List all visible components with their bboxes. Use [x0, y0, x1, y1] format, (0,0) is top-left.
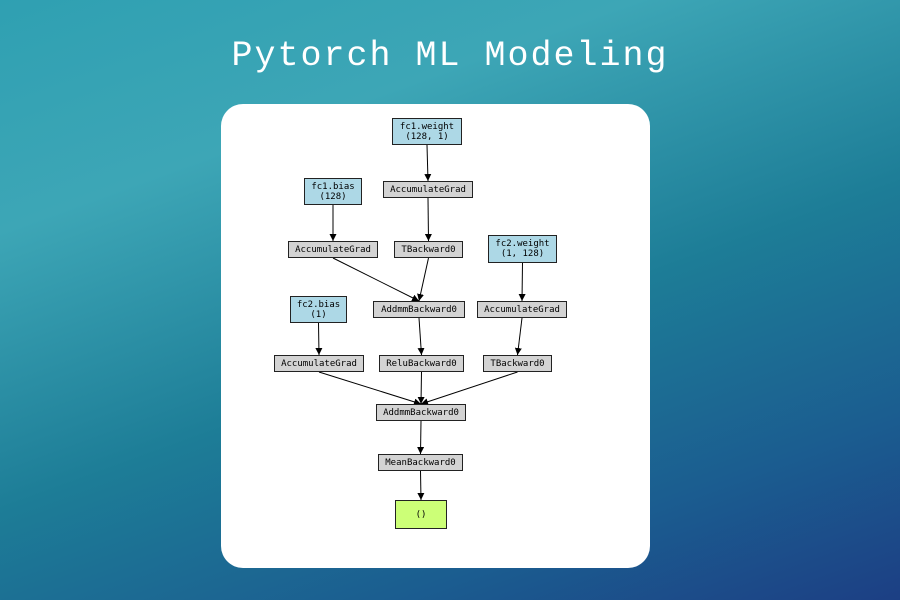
edge-acc3-to-tback2 [514, 317, 523, 356]
node-tbackward-1: TBackward0 [394, 241, 463, 258]
edge-tback1-to-addmm1 [417, 257, 429, 302]
node-fc1-bias-name: fc1.bias [311, 181, 355, 192]
node-fc1-weight: fc1.weight(128, 1) [392, 118, 462, 145]
edge-tback2-to-addmm2 [420, 371, 518, 406]
node-fc2-bias: fc2.bias(1) [290, 296, 347, 323]
node-addmm-backward-1: AddmmBackward0 [373, 301, 465, 318]
node-fc1-weight-name: fc1.weight [399, 121, 455, 132]
edge-acc4-to-addmm2 [318, 371, 422, 406]
node-tbackward-2: TBackward0 [483, 355, 552, 372]
node-fc1-bias: fc1.bias(128) [304, 178, 362, 205]
node-fc2-weight: fc2.weight(1, 128) [488, 235, 557, 263]
edge-acc2-to-addmm1 [332, 257, 420, 302]
edge-fc2_bias-to-acc4 [315, 322, 323, 356]
node-accumulate-grad-fc1-bias: AccumulateGrad [288, 241, 378, 258]
node-addmm-backward-2: AddmmBackward0 [376, 404, 466, 421]
node-accumulate-grad-fc1-weight: AccumulateGrad [383, 181, 473, 198]
node-fc1-bias-shape: (128) [319, 191, 347, 202]
edge-fc2_weight-to-acc3 [518, 262, 526, 302]
node-fc2-weight-shape: (1, 128) [500, 249, 545, 259]
node-mean-backward: MeanBackward0 [378, 454, 463, 471]
edge-fc1_weight-to-acc1 [424, 144, 432, 182]
node-relu-backward: ReluBackward0 [379, 355, 464, 372]
edge-relu-to-addmm2 [417, 371, 425, 405]
edge-acc1-to-tback1 [424, 197, 432, 242]
graph-card: fc1.weight(128, 1) AccumulateGrad fc1.bi… [221, 104, 650, 568]
node-accumulate-grad-fc2-weight: AccumulateGrad [477, 301, 567, 318]
node-fc1-weight-shape: (128, 1) [405, 131, 449, 142]
node-fc2-weight-name: fc2.weight [495, 239, 550, 249]
edge-addmm1-to-relu [417, 317, 425, 356]
node-fc2-bias-shape: (1) [310, 309, 327, 320]
edge-mean-to-output [417, 470, 425, 501]
node-fc2-bias-name: fc2.bias [296, 299, 341, 310]
node-accumulate-grad-fc2-bias: AccumulateGrad [274, 355, 364, 372]
node-output: () [395, 500, 447, 529]
graph-edges [315, 144, 526, 501]
page-title: Pytorch ML Modeling [231, 36, 669, 76]
edge-addmm2-to-mean [417, 420, 425, 455]
